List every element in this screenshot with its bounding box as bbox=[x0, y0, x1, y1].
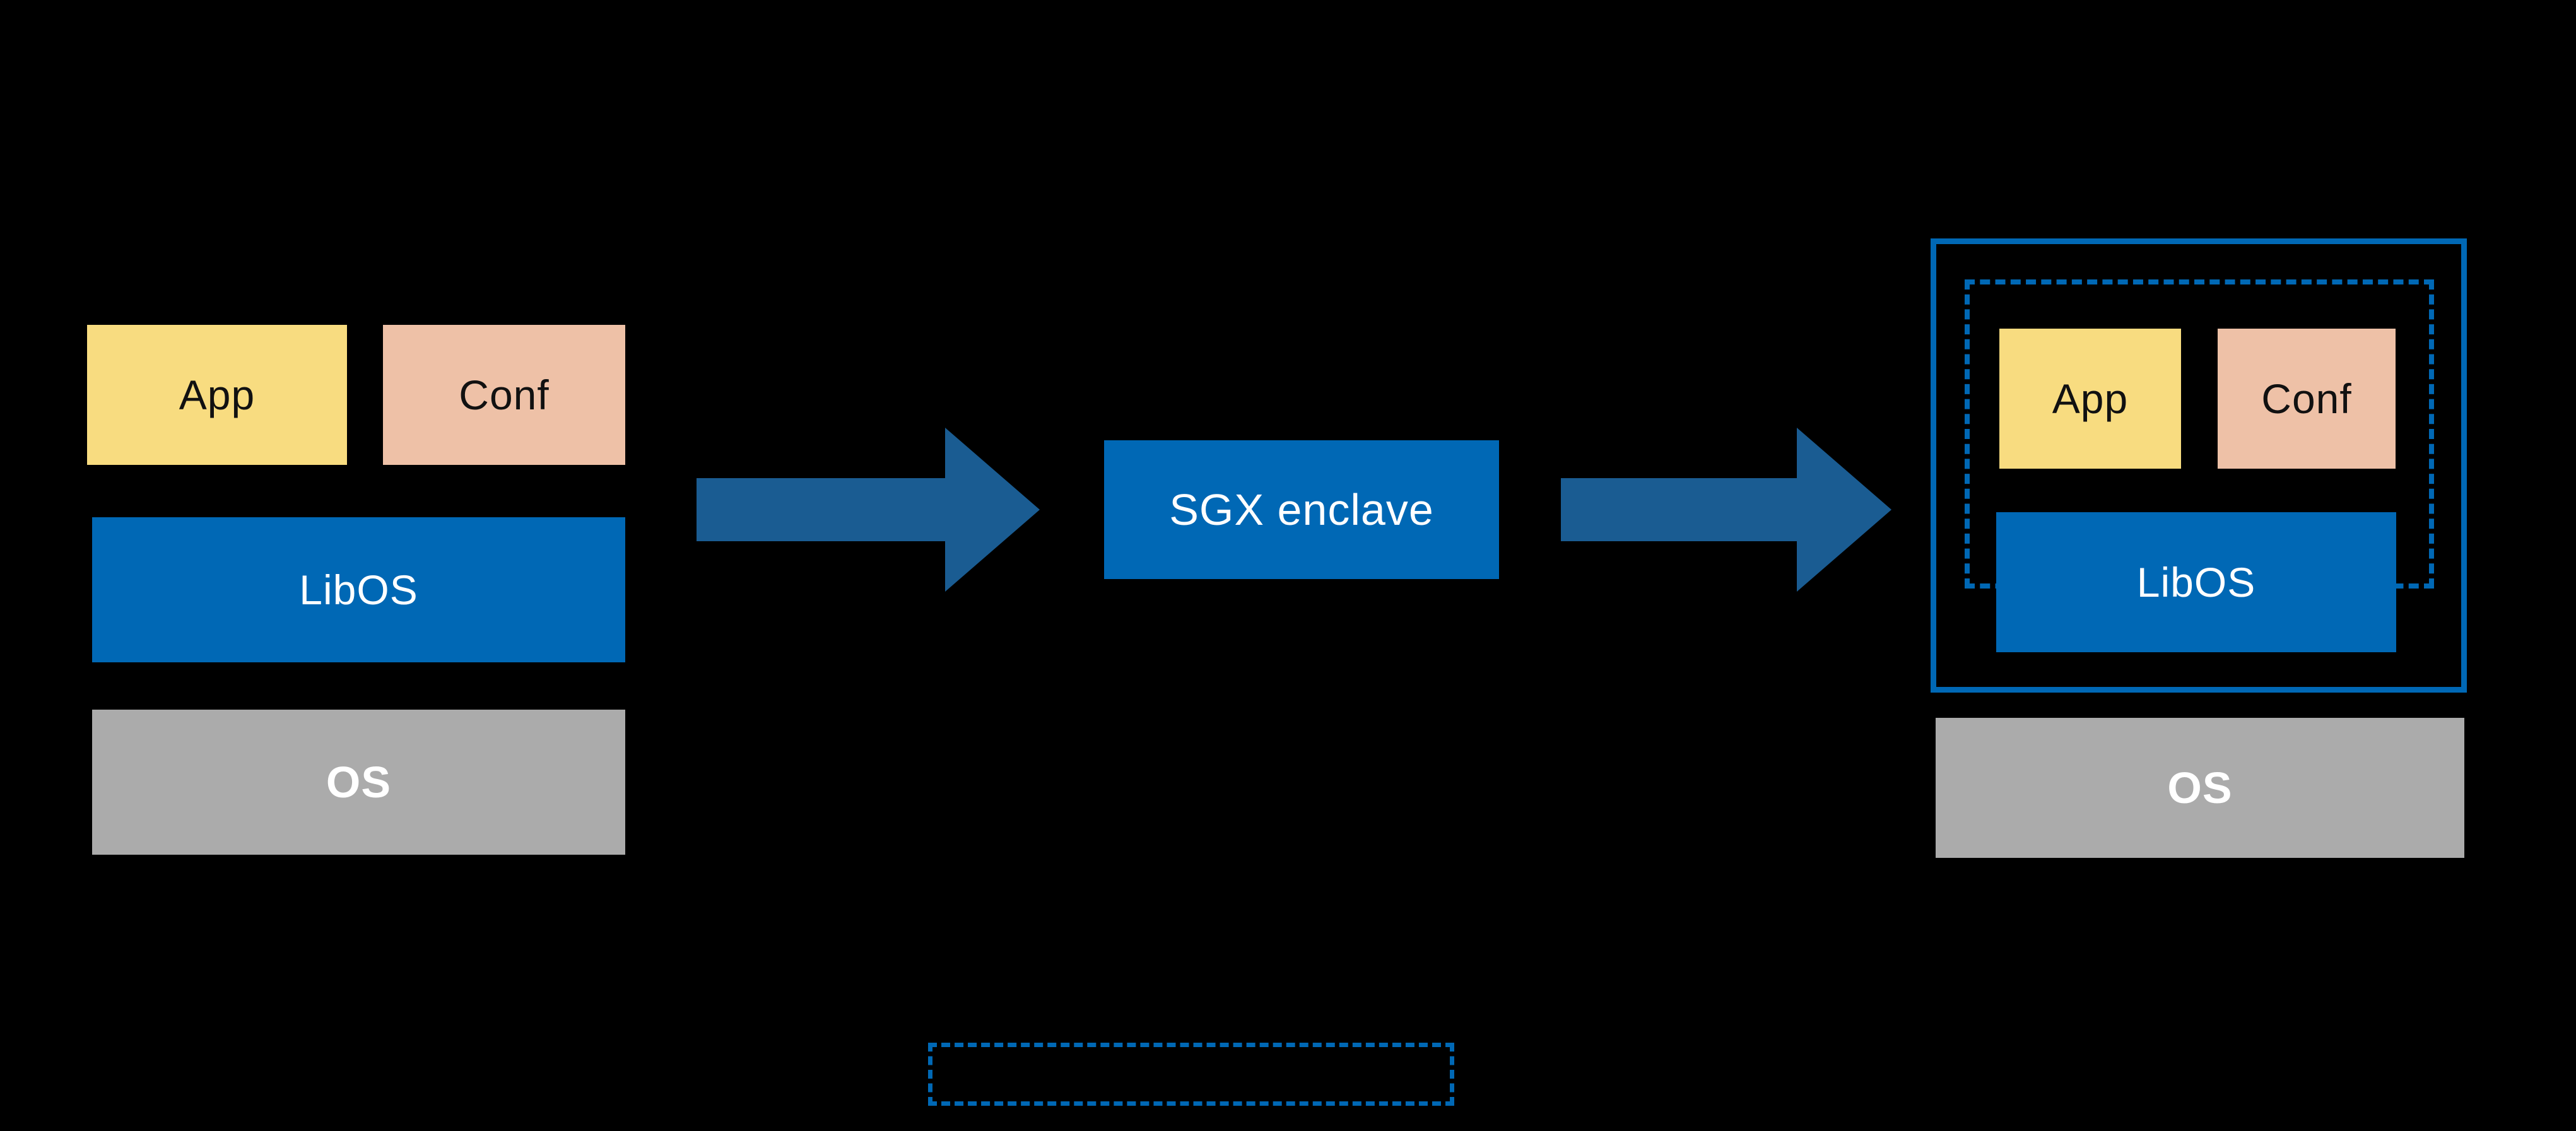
arrow-enclave-to-right-shaft bbox=[1561, 478, 1801, 541]
right-app-box: App bbox=[1999, 329, 2181, 469]
left-os-box: OS bbox=[92, 710, 625, 855]
arrow-enclave-to-right-head bbox=[1797, 428, 1891, 592]
dashed-boundary-legend-swatch bbox=[928, 1043, 1454, 1106]
right-os-box: OS bbox=[1936, 718, 2464, 858]
left-app-box: App bbox=[87, 325, 347, 465]
right-conf-box: Conf bbox=[2218, 329, 2396, 469]
arrow-left-to-enclave-shaft bbox=[697, 478, 949, 541]
left-libos-box: LibOS bbox=[92, 517, 625, 662]
sgx-enclave-box: SGX enclave bbox=[1104, 440, 1499, 579]
arrow-left-to-enclave-head bbox=[945, 428, 1040, 592]
enclave-solid-boundary bbox=[1931, 238, 2467, 693]
left-conf-box: Conf bbox=[383, 325, 625, 465]
right-libos-box: LibOS bbox=[1996, 512, 2396, 652]
